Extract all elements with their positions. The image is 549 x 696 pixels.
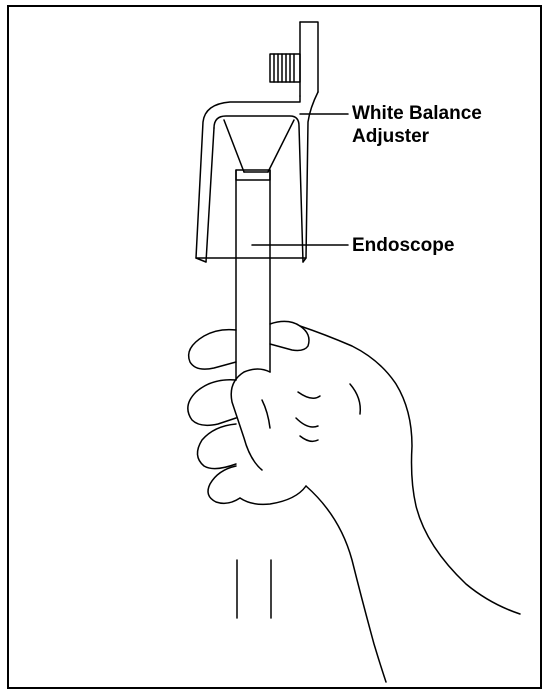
white-balance-adjuster-label-line1: White Balance [352,102,482,125]
white-balance-adjuster-label: White Balance Adjuster [352,102,482,148]
white-balance-adjuster-label-line2: Adjuster [352,125,482,148]
endoscope-label: Endoscope [352,234,454,257]
white-balance-adjuster [196,22,318,262]
gloved-hand [188,321,520,682]
endoscope-shaft [236,170,271,618]
